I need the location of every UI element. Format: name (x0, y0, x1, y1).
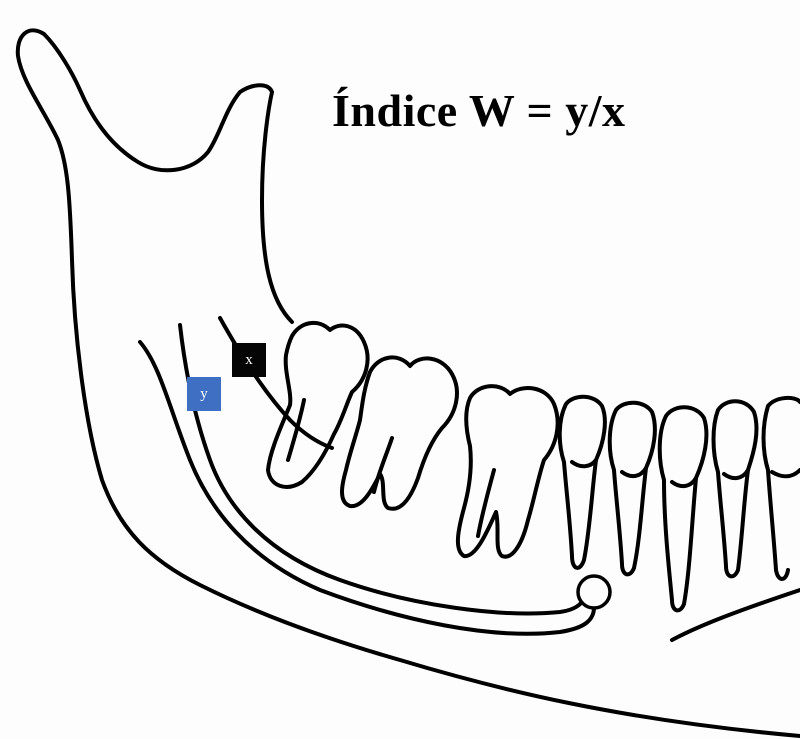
marker-x: x (232, 343, 266, 377)
second-premolar (560, 397, 605, 568)
canine-crown-line (672, 478, 696, 486)
marker-y: y (187, 377, 221, 411)
canine (660, 407, 707, 610)
first-premolar-crown-line (622, 468, 646, 476)
first-premolar (610, 403, 655, 575)
central-incisor (764, 398, 800, 579)
first-molar (458, 386, 558, 557)
mental-foramen (578, 576, 610, 608)
index-formula-title: Índice W = y/x (332, 84, 626, 137)
second-premolar-crown-line (572, 460, 596, 466)
third-molar-curve (220, 318, 332, 448)
second-molar (342, 357, 457, 508)
symphysis-curve (672, 590, 800, 640)
lateral-incisor (714, 401, 757, 576)
lateral-incisor-crown-line (724, 470, 748, 478)
central-incisor-crown-line (772, 470, 800, 476)
third-molar (268, 323, 368, 487)
